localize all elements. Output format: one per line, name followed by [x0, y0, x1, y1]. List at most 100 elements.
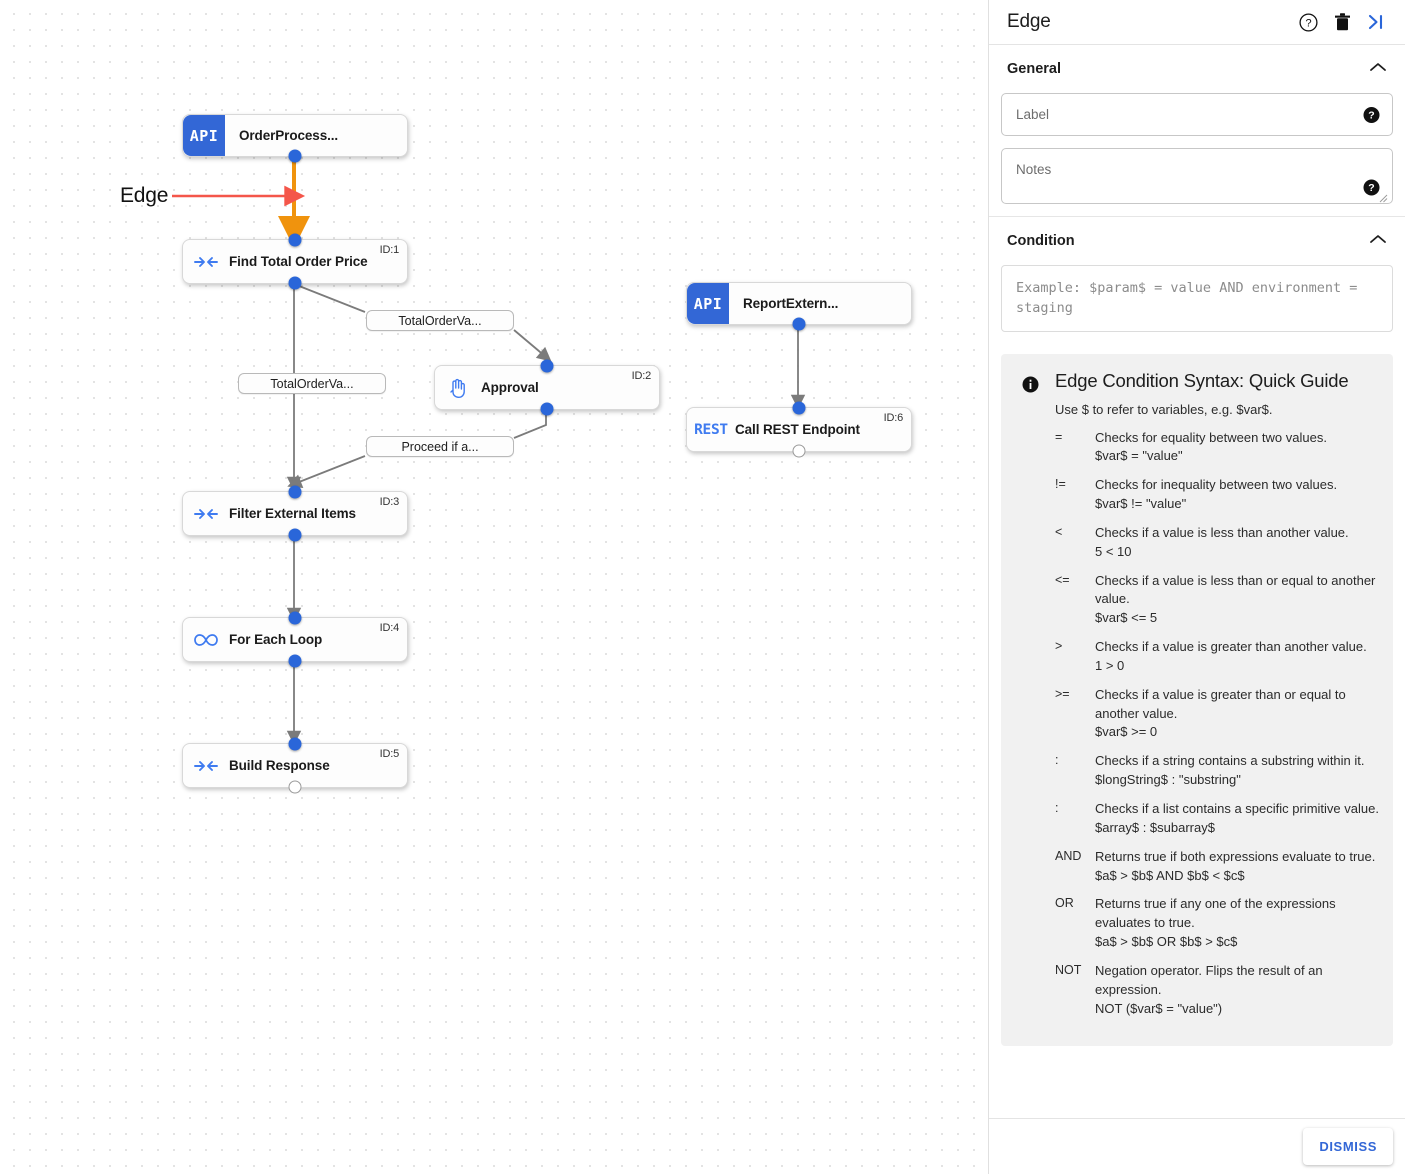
output-handle[interactable]: [288, 780, 302, 794]
syntax-example: $a$ > $b$ AND $b$ < $c$: [1095, 867, 1245, 883]
syntax-operator: >=: [1055, 686, 1070, 701]
syntax-description: Checks if a string contains a substring …: [1095, 753, 1365, 769]
svg-text:?: ?: [1368, 182, 1374, 194]
label-field[interactable]: Label ?: [1001, 93, 1393, 136]
edge-approval-to-label3[interactable]: [513, 410, 547, 439]
node-label: Call REST Endpoint: [735, 422, 860, 437]
syntax-description: Checks if a value is less than or equal …: [1095, 572, 1376, 607]
input-handle[interactable]: [288, 233, 302, 247]
edges-layer: [172, 157, 806, 746]
api-badge: API: [183, 115, 225, 156]
syntax-example: $var$ != "value": [1095, 496, 1187, 512]
node-id: ID:1: [379, 244, 400, 256]
syntax-description: Checks for inequality between two values…: [1095, 477, 1338, 493]
syntax-operator: :: [1055, 801, 1059, 815]
output-handle[interactable]: [288, 276, 302, 290]
rest-badge: REST: [694, 421, 728, 438]
node-report-external[interactable]: API ReportExtern...: [686, 282, 912, 331]
chevron-up-icon[interactable]: [1369, 233, 1387, 249]
input-handle[interactable]: [288, 737, 302, 751]
output-handle[interactable]: [540, 402, 554, 416]
panel-header: Edge ?: [989, 0, 1405, 45]
condition-heading: Condition: [1007, 233, 1075, 249]
hand-icon: [435, 377, 481, 399]
syntax-example: $a$ > $b$ OR $b$ > $c$: [1095, 934, 1238, 950]
syntax-row: NOT Negation operator. Flips the result o…: [1055, 962, 1379, 1019]
node-for-each-loop[interactable]: For Each Loop ID:4: [182, 611, 408, 668]
guide-title: Edge Condition Syntax: Quick Guide: [1055, 369, 1349, 391]
output-handle[interactable]: [288, 654, 302, 668]
edge-label1-to-approval[interactable]: [513, 329, 552, 362]
label-input[interactable]: Label: [1016, 107, 1050, 122]
input-handle[interactable]: [540, 359, 554, 373]
syntax-row: : Checks if a string contains a substring…: [1055, 752, 1379, 790]
transform-icon: [183, 758, 229, 774]
edge-label3-to-filter[interactable]: [287, 455, 366, 489]
output-handle[interactable]: [288, 528, 302, 542]
syntax-operator: =: [1055, 429, 1063, 444]
syntax-operator: !=: [1055, 477, 1066, 492]
edge-label-total-order-va-2[interactable]: TotalOrderVa...: [238, 373, 386, 394]
node-label: Filter External Items: [229, 506, 356, 521]
edge-findtotal-to-label1[interactable]: [293, 283, 366, 313]
syntax-operator: :: [1055, 753, 1059, 768]
node-id: ID:5: [379, 748, 400, 760]
syntax-row: :Checks if a list contains a specific pr…: [1055, 800, 1379, 838]
node-build-response[interactable]: Build Response ID:5: [182, 737, 408, 794]
output-handle[interactable]: [792, 444, 806, 458]
node-id: ID:4: [379, 622, 400, 634]
workflow-canvas[interactable]: Edge API OrderProcess... Find Total Orde…: [0, 0, 988, 1174]
general-section-header[interactable]: General: [1001, 45, 1393, 93]
transform-icon: [183, 506, 229, 522]
syntax-row: != Checks for inequality between two valu…: [1055, 476, 1379, 514]
notes-input[interactable]: Notes: [1016, 162, 1052, 177]
syntax-operator: AND: [1055, 848, 1082, 863]
syntax-row: AND Returns true if both expressions eval…: [1055, 848, 1379, 886]
node-call-rest-endpoint[interactable]: REST Call REST Endpoint ID:6: [686, 401, 912, 458]
node-orderprocess[interactable]: API OrderProcess...: [182, 114, 408, 163]
dismiss-button[interactable]: DISMISS: [1303, 1128, 1393, 1165]
syntax-example: NOT ($var$ = "value"): [1095, 1000, 1223, 1016]
edge-label-total-order-va-1[interactable]: TotalOrderVa...: [366, 310, 514, 331]
help-circle-icon[interactable]: ?: [1291, 5, 1325, 39]
syntax-operator: >: [1055, 639, 1063, 654]
condition-input[interactable]: Example: $param$ = value AND environment…: [1001, 265, 1393, 332]
syntax-operator: OR: [1055, 896, 1074, 911]
output-handle[interactable]: [288, 149, 302, 163]
syntax-row: <= Checks if a value is less than or equa…: [1055, 572, 1379, 629]
syntax-guide-card: Edge Condition Syntax: Quick Guide Use $…: [1001, 353, 1393, 1047]
collapse-panel-icon[interactable]: [1359, 5, 1393, 39]
trash-icon[interactable]: [1325, 5, 1359, 39]
node-label: OrderProcess...: [239, 128, 339, 143]
notes-field[interactable]: Notes ?: [1001, 148, 1393, 204]
syntax-operator: <=: [1055, 572, 1070, 587]
input-handle[interactable]: [288, 611, 302, 625]
section-divider: [989, 216, 1405, 217]
help-icon[interactable]: ?: [1363, 106, 1380, 123]
help-icon[interactable]: ?: [1363, 179, 1380, 196]
node-label: For Each Loop: [229, 632, 323, 647]
syntax-description: Checks if a value is greater than or equ…: [1095, 686, 1346, 721]
syntax-description: Negation operator. Flips the result of a…: [1095, 962, 1323, 997]
output-handle[interactable]: [792, 317, 806, 331]
syntax-description: Returns true if both expressions evaluat…: [1095, 848, 1376, 864]
syntax-operator: NOT: [1055, 962, 1082, 977]
general-section: General Label ? Notes ?: [989, 45, 1405, 204]
syntax-example: 1 > 0: [1095, 657, 1125, 673]
syntax-example: $var$ <= 5: [1095, 610, 1158, 626]
input-handle[interactable]: [288, 485, 302, 499]
node-find-total-order-price[interactable]: Find Total Order Price ID:1: [182, 233, 408, 290]
condition-section-header[interactable]: Condition: [1001, 217, 1393, 265]
syntax-row: >= Checks if a value is greater than or e…: [1055, 686, 1379, 743]
chevron-up-icon[interactable]: [1369, 61, 1387, 77]
syntax-example: 5 < 10: [1095, 543, 1132, 559]
syntax-description: Checks if a value is greater than anothe…: [1095, 639, 1367, 655]
panel-title: Edge: [1007, 11, 1051, 32]
node-label: Build Response: [229, 758, 330, 773]
syntax-example: $var$ >= 0: [1095, 724, 1158, 740]
node-approval[interactable]: Approval ID:2: [434, 359, 660, 416]
node-filter-external-items[interactable]: Filter External Items ID:3: [182, 485, 408, 542]
input-handle[interactable]: [792, 401, 806, 415]
edge-label-proceed-if-a[interactable]: Proceed if a...: [366, 436, 514, 457]
node-label: ReportExtern...: [743, 296, 839, 311]
